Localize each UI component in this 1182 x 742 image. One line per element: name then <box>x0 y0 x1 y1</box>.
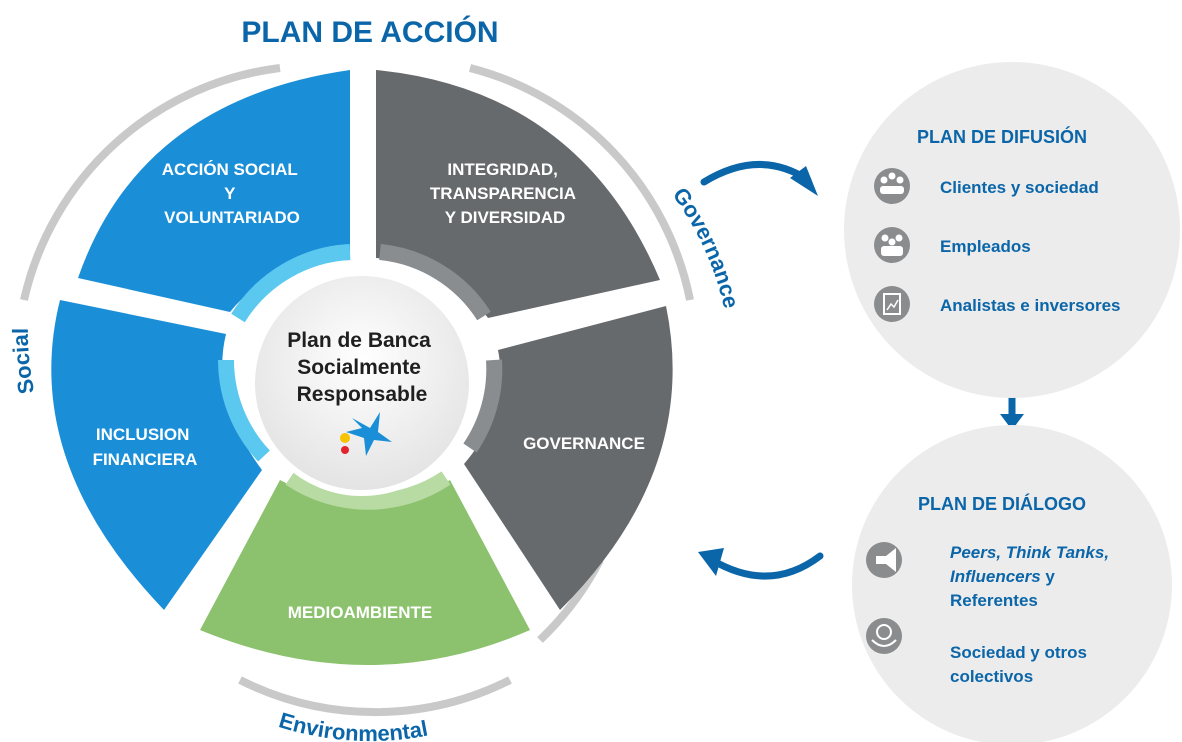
difusion-item-label: Empleados <box>940 237 1031 256</box>
center-title: Plan de Banca Socialmente Responsable <box>287 329 436 406</box>
label-medioambiente: MEDIOAMBIENTE <box>288 603 433 622</box>
dialogo-item-1: Peers, Think Tanks, Influencers y Refere… <box>866 542 1114 610</box>
label-inclusion: INCLUSION FINANCIERA <box>93 425 198 469</box>
dialogo-item-1-text: Peers, Think Tanks, Influencers y Refere… <box>950 543 1114 610</box>
segment-integridad[interactable] <box>376 70 660 318</box>
segment-inclusion-financiera[interactable] <box>51 300 262 610</box>
outer-label-social: Social <box>8 328 39 396</box>
difusion-item-1: Clientes y sociedad <box>874 168 1099 204</box>
difusion-item-2: Empleados <box>874 227 1031 263</box>
difusion-item-3: Analistas e inversores <box>874 286 1120 322</box>
inner-ring <box>217 244 503 510</box>
outer-label-governance: Governance <box>668 183 744 311</box>
center-circle <box>249 270 475 496</box>
dialogo-circle <box>852 425 1172 742</box>
arrow-down <box>1000 396 1024 430</box>
dialogo-item-2-text: Sociedad y otros colectivos <box>950 643 1092 686</box>
caixa-star-icon <box>340 412 392 456</box>
arrow-to-accion <box>698 548 824 580</box>
segment-governance[interactable] <box>464 306 673 610</box>
difusion-title: PLAN DE DIFUSIÓN <box>917 126 1087 147</box>
segment-medioambiente[interactable] <box>200 480 530 665</box>
dialogo-item-2: Sociedad y otros colectivos <box>866 618 1092 686</box>
difusion-item-label: Clientes y sociedad <box>940 178 1099 197</box>
plan-de-accion-title: PLAN DE ACCIÓN <box>241 15 498 49</box>
hands-globe-icon <box>866 618 902 654</box>
difusion-circle <box>844 62 1180 398</box>
dialogo-title: PLAN DE DIÁLOGO <box>918 493 1086 514</box>
difusion-item-label: Analistas e inversores <box>940 296 1120 315</box>
arrow-to-difusion <box>700 161 818 196</box>
label-accion-social: ACCIÓN SOCIAL Y VOLUNTARIADO <box>162 160 302 227</box>
label-governance: GOVERNANCE <box>523 434 645 453</box>
segment-accion-social[interactable] <box>78 70 350 312</box>
label-integridad: INTEGRIDAD, TRANSPARENCIA Y DIVERSIDAD <box>430 160 580 227</box>
